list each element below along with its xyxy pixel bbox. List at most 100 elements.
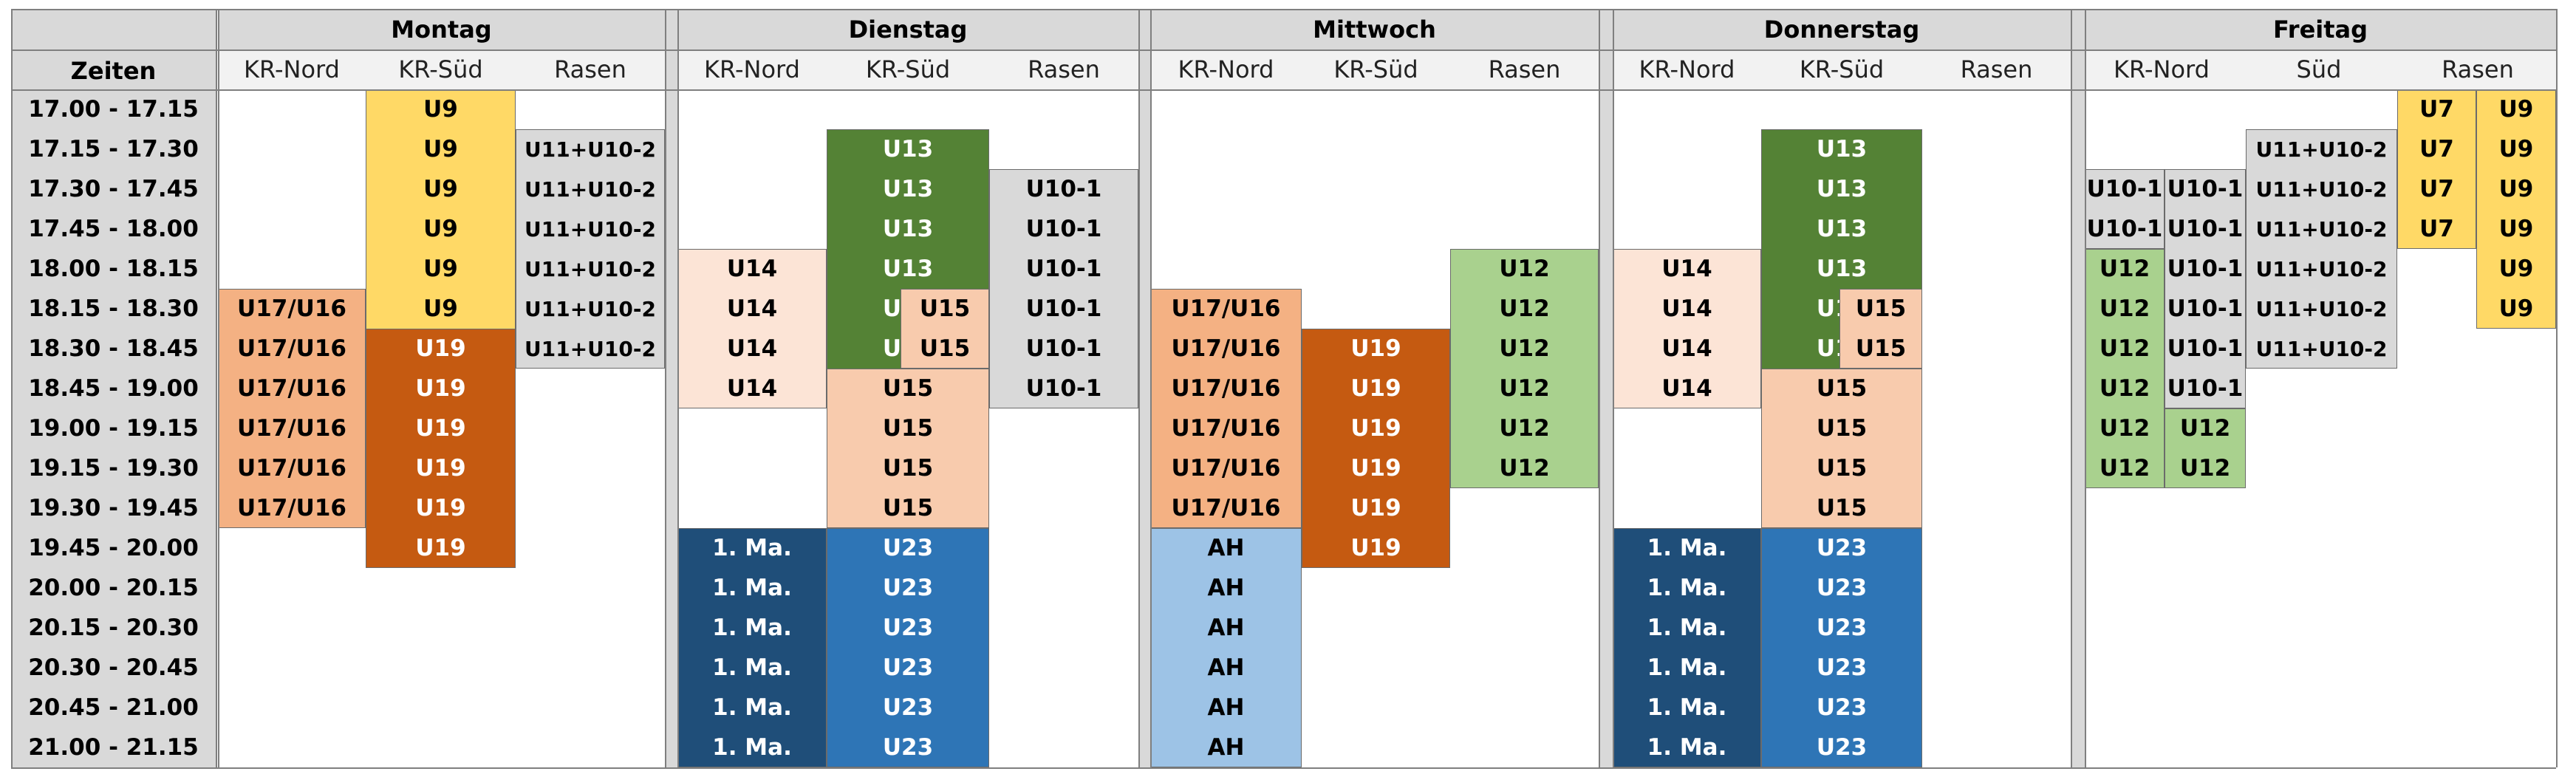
booking-label[interactable]: U10-1	[1025, 295, 1102, 322]
booking-label[interactable]: U19	[415, 495, 466, 521]
booking-label[interactable]: AH	[1207, 654, 1245, 681]
booking-label[interactable]: U19	[415, 535, 466, 561]
booking-label[interactable]: U12	[2099, 455, 2150, 482]
booking-label[interactable]: U12	[2179, 415, 2231, 442]
booking-label[interactable]: U12	[1499, 415, 1550, 442]
booking-label[interactable]: U10-1	[2167, 295, 2244, 322]
booking-label[interactable]: U17/U16	[1171, 495, 1281, 521]
booking-label[interactable]: U19	[1350, 335, 1401, 362]
booking-label[interactable]: 1. Ma.	[1647, 535, 1727, 561]
booking-label[interactable]: U9	[423, 256, 458, 282]
booking-label[interactable]: U13	[882, 176, 934, 202]
booking-label[interactable]: U15	[1855, 295, 1907, 322]
booking-label[interactable]: 1. Ma.	[1647, 694, 1727, 721]
booking-label[interactable]: U19	[1350, 535, 1401, 561]
booking-label[interactable]: U17/U16	[237, 415, 346, 442]
booking-label[interactable]: U10-1	[1025, 335, 1102, 362]
booking-label[interactable]: 1. Ma.	[1647, 734, 1727, 761]
booking-label[interactable]: U13	[882, 256, 934, 282]
booking-label[interactable]: U13	[1816, 176, 1868, 202]
booking-label[interactable]: U11+U10-2	[2255, 296, 2388, 321]
booking-label[interactable]: U17/U16	[1171, 335, 1281, 362]
booking-label[interactable]: U12	[2099, 335, 2150, 362]
booking-label[interactable]: U23	[882, 535, 934, 561]
booking-label[interactable]: U19	[1350, 375, 1401, 402]
booking-label[interactable]: U23	[1816, 575, 1868, 601]
booking-label[interactable]: U10-1	[2167, 335, 2244, 362]
booking-label[interactable]: U15	[882, 375, 934, 402]
booking-label[interactable]: U15	[1816, 495, 1868, 521]
booking-label[interactable]: 1. Ma.	[712, 654, 792, 681]
booking-label[interactable]: U10-1	[2086, 176, 2163, 202]
booking-label[interactable]: U15	[1816, 455, 1868, 482]
booking-label[interactable]: U15	[882, 495, 934, 521]
booking-label[interactable]: U13	[882, 216, 934, 242]
booking-label[interactable]: U10-1	[2167, 216, 2244, 242]
booking-label[interactable]: U11+U10-2	[525, 137, 656, 162]
booking-label[interactable]: U19	[415, 335, 466, 362]
booking-label[interactable]: U17/U16	[237, 335, 346, 362]
booking-label[interactable]: U14	[1661, 335, 1712, 362]
booking-label[interactable]: U12	[1499, 335, 1550, 362]
booking-label[interactable]: U13	[1816, 136, 1868, 162]
booking-label[interactable]: U9	[423, 96, 458, 123]
booking-label[interactable]: U15	[1855, 335, 1907, 362]
booking-label[interactable]: U13	[1816, 216, 1868, 242]
booking-label[interactable]: U9	[2498, 96, 2534, 123]
booking-label[interactable]: U13	[1816, 256, 1868, 282]
booking-label[interactable]: U19	[1350, 495, 1401, 521]
booking-label[interactable]: U14	[1661, 375, 1712, 402]
booking-label[interactable]: U15	[919, 335, 971, 362]
booking-label[interactable]: U23	[1816, 535, 1868, 561]
booking-label[interactable]: U23	[882, 615, 934, 641]
booking-label[interactable]: U7	[2419, 136, 2454, 162]
booking-label[interactable]: U12	[2179, 455, 2231, 482]
booking-label[interactable]: U9	[2498, 295, 2534, 322]
booking-label[interactable]: U9	[423, 176, 458, 202]
booking-label[interactable]: AH	[1207, 734, 1245, 761]
booking-label[interactable]: U12	[2099, 295, 2150, 322]
booking-label[interactable]: U10-1	[1025, 375, 1102, 402]
booking-label[interactable]: U9	[2498, 136, 2534, 162]
booking-label[interactable]: U11+U10-2	[2255, 137, 2388, 162]
booking-label[interactable]: U19	[415, 455, 466, 482]
booking-label[interactable]: U15	[1816, 375, 1868, 402]
booking-label[interactable]: U11+U10-2	[2255, 256, 2388, 281]
booking-label[interactable]: U9	[2498, 216, 2534, 242]
booking-label[interactable]: AH	[1207, 615, 1245, 641]
booking-label[interactable]: U19	[1350, 415, 1401, 442]
booking-label[interactable]: 1. Ma.	[712, 575, 792, 601]
booking-label[interactable]: U10-1	[2167, 375, 2244, 402]
booking-label[interactable]: U7	[2419, 216, 2454, 242]
booking-label[interactable]: U11+U10-2	[2255, 336, 2388, 361]
booking-label[interactable]: U11+U10-2	[2255, 216, 2388, 242]
booking-label[interactable]: U14	[726, 375, 778, 402]
booking-label[interactable]: U14	[726, 295, 778, 322]
booking-label[interactable]: 1. Ma.	[1647, 575, 1727, 601]
booking-label[interactable]: U15	[919, 295, 971, 322]
booking-label[interactable]: AH	[1207, 694, 1245, 721]
booking-label[interactable]: U9	[423, 136, 458, 162]
booking-label[interactable]: U23	[1816, 615, 1868, 641]
booking-label[interactable]: U7	[2419, 176, 2454, 202]
booking-label[interactable]: U15	[882, 455, 934, 482]
booking-label[interactable]: U23	[882, 734, 934, 761]
booking-label[interactable]: U11+U10-2	[525, 256, 656, 281]
booking-label[interactable]: U17/U16	[1171, 375, 1281, 402]
booking-label[interactable]: U12	[2099, 375, 2150, 402]
booking-label[interactable]: U17/U16	[1171, 415, 1281, 442]
booking-label[interactable]: U14	[726, 256, 778, 282]
booking-label[interactable]: U13	[882, 136, 934, 162]
booking-label[interactable]: U9	[2498, 256, 2534, 282]
booking-label[interactable]: U10-1	[2086, 216, 2163, 242]
booking-label[interactable]: U23	[882, 694, 934, 721]
booking-label[interactable]: AH	[1207, 575, 1245, 601]
booking-label[interactable]: U9	[423, 295, 458, 322]
booking-label[interactable]: U23	[882, 654, 934, 681]
booking-label[interactable]: U23	[882, 575, 934, 601]
booking-label[interactable]: 1. Ma.	[712, 535, 792, 561]
booking-label[interactable]: U10-1	[1025, 256, 1102, 282]
booking-label[interactable]: U15	[1816, 415, 1868, 442]
booking-label[interactable]: U15	[882, 415, 934, 442]
booking-label[interactable]: U12	[2099, 415, 2150, 442]
